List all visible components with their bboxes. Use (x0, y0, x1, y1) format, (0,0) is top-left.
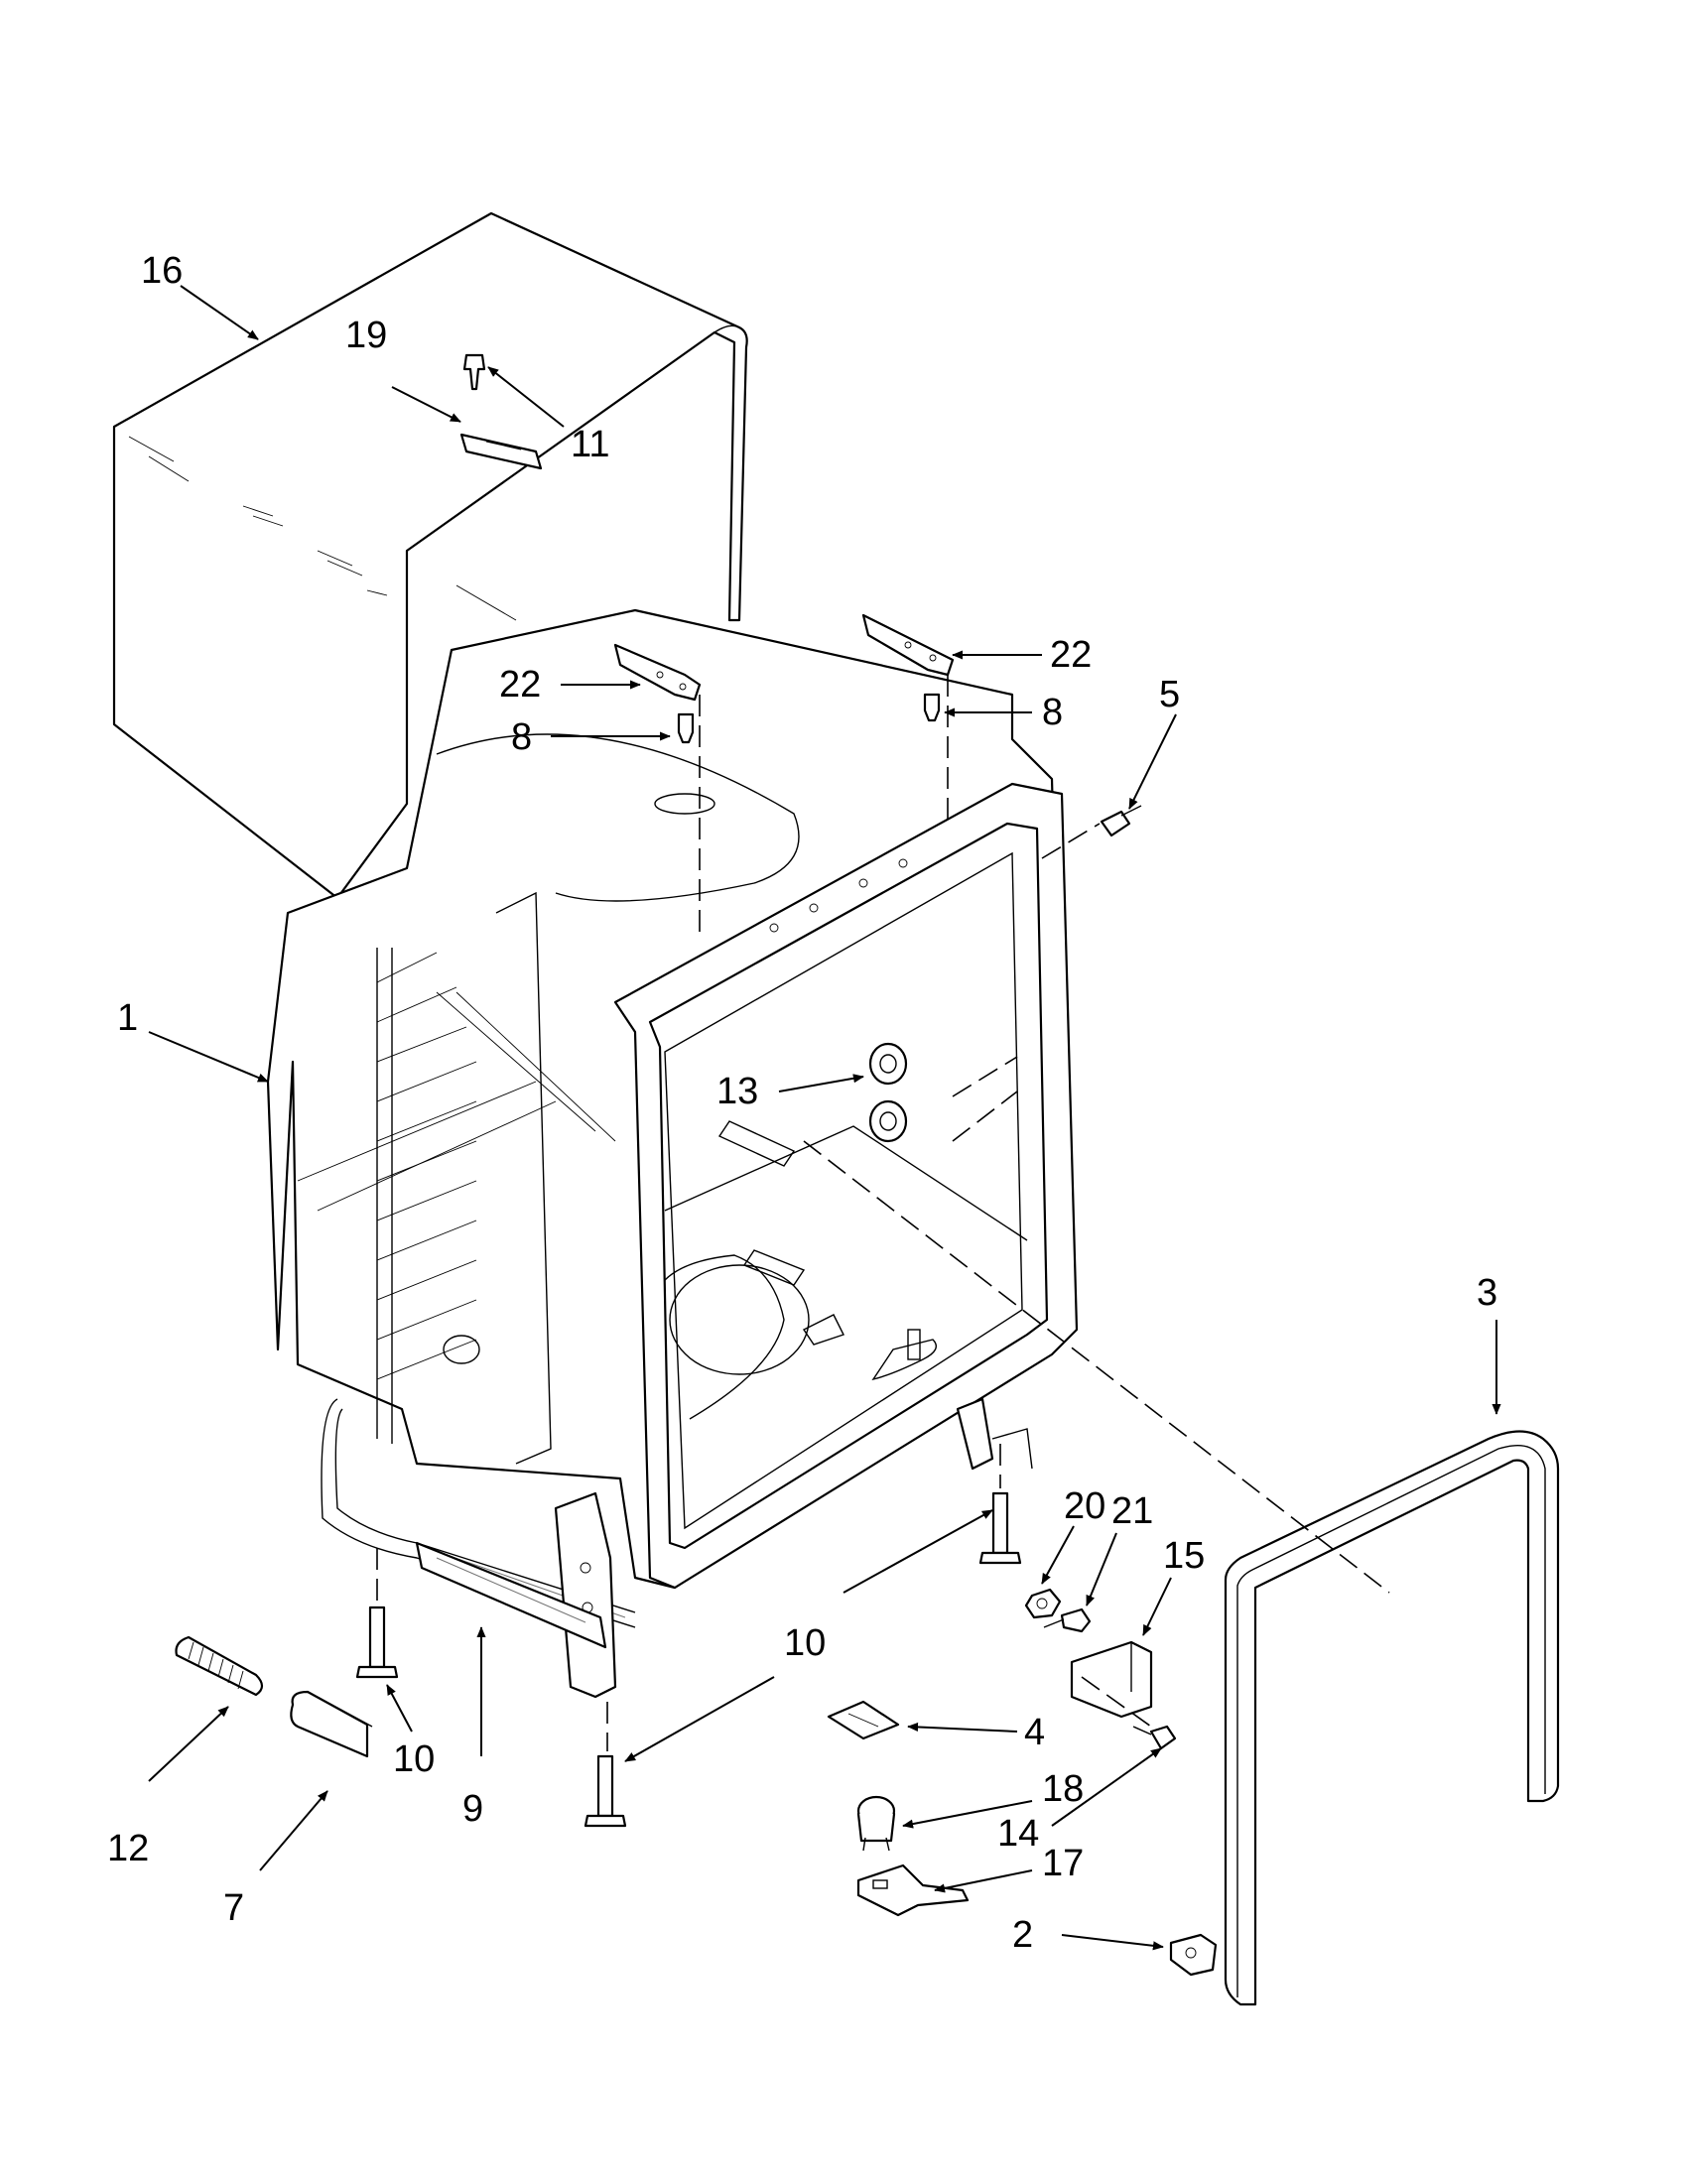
bracket-part-15 (1070, 1640, 1153, 1719)
door-gasket-part-3 (1224, 1430, 1560, 2006)
callout-17: 17 (1042, 1843, 1084, 1884)
screw-part-14 (1132, 1725, 1177, 1750)
callout-10-left: 10 (393, 1738, 435, 1780)
front-rail-part (415, 1541, 607, 1649)
callout-10-front: 10 (784, 1622, 826, 1664)
latch-part-2 (1169, 1933, 1218, 1977)
leveling-leg-right-part (978, 1491, 1022, 1565)
callout-14: 14 (997, 1813, 1039, 1855)
callout-16: 16 (141, 250, 183, 292)
callout-11: 11 (571, 424, 609, 465)
callout-4: 4 (1024, 1712, 1045, 1753)
clip-19-part (459, 433, 543, 470)
clip-part-17 (856, 1863, 970, 1917)
callout-15: 15 (1163, 1535, 1205, 1577)
callout-8-right: 8 (1042, 692, 1063, 733)
callout-7: 7 (223, 1887, 244, 1929)
screw-11-part (462, 353, 486, 391)
callout-13: 13 (716, 1071, 758, 1112)
spring-part-12 (175, 1635, 264, 1697)
sensor-part-18 (856, 1795, 896, 1852)
callout-22-right: 22 (1050, 634, 1092, 676)
callout-22-left: 22 (499, 664, 541, 706)
hinge-bracket-left-part (613, 643, 702, 702)
callout-19: 19 (345, 315, 387, 356)
callout-12: 12 (107, 1828, 149, 1869)
insulation-blanket-part (112, 211, 748, 900)
pad-part-4 (827, 1700, 900, 1740)
screw-5-part (1100, 805, 1142, 837)
alignment-lines (376, 675, 1390, 1751)
foot-pad-part-7 (290, 1690, 373, 1758)
screw-8-right-part (923, 693, 941, 722)
nut-part-20 (1024, 1588, 1062, 1619)
callout-2: 2 (1012, 1914, 1033, 1956)
screw-8-left-part (677, 712, 695, 744)
callout-leaders (148, 285, 1501, 1951)
callout-1: 1 (117, 997, 138, 1039)
callout-18: 18 (1042, 1768, 1084, 1810)
callout-21: 21 (1111, 1490, 1153, 1532)
callout-3: 3 (1477, 1272, 1497, 1314)
bolt-part-21 (1043, 1607, 1092, 1633)
callout-8-left: 8 (511, 716, 532, 758)
leveling-leg-left-part (355, 1606, 399, 1679)
leveling-leg-front-part (584, 1754, 627, 1828)
grommet-part-13 (868, 1042, 908, 1143)
callout-9: 9 (462, 1788, 483, 1830)
callout-20: 20 (1064, 1485, 1105, 1527)
callout-labels: 16 19 11 22 22 8 8 5 1 13 3 20 21 15 10 … (107, 250, 1497, 1956)
callout-5: 5 (1159, 674, 1180, 715)
